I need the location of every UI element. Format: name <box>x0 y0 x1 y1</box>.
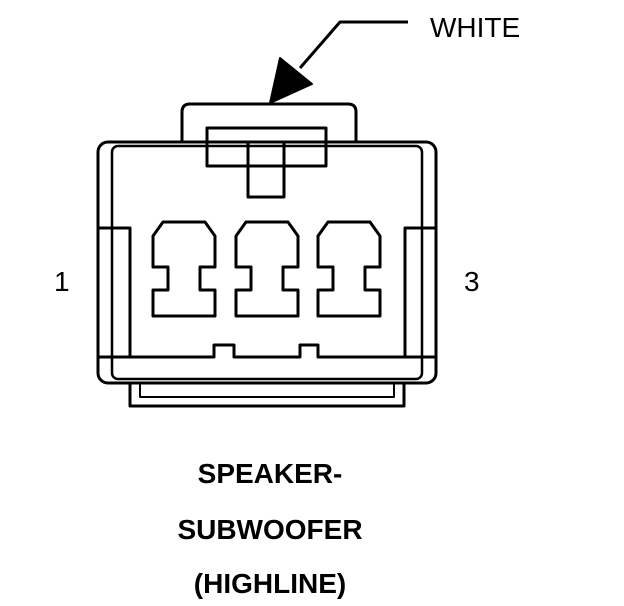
pin-3-label: 3 <box>464 266 480 297</box>
connector-name-line-3: (HIGHLINE) <box>193 568 347 599</box>
connector-name-line-1: SPEAKER- <box>197 458 343 489</box>
pin-cavities <box>151 220 382 318</box>
arrow-head-icon <box>269 57 313 104</box>
pin-cavity-3 <box>316 220 382 318</box>
pin-1-label: 1 <box>54 266 70 297</box>
latch-key <box>246 140 286 199</box>
latch-tab <box>180 102 358 143</box>
connector-name-line-2: SUBWOOFER <box>177 514 363 545</box>
bottom-flange <box>128 383 406 408</box>
pin-cavity-2 <box>234 220 300 318</box>
pin-cavity-1 <box>151 220 217 318</box>
color-leader <box>269 20 408 104</box>
wire-color-label: WHITE <box>430 12 521 43</box>
connector-body <box>96 140 438 385</box>
